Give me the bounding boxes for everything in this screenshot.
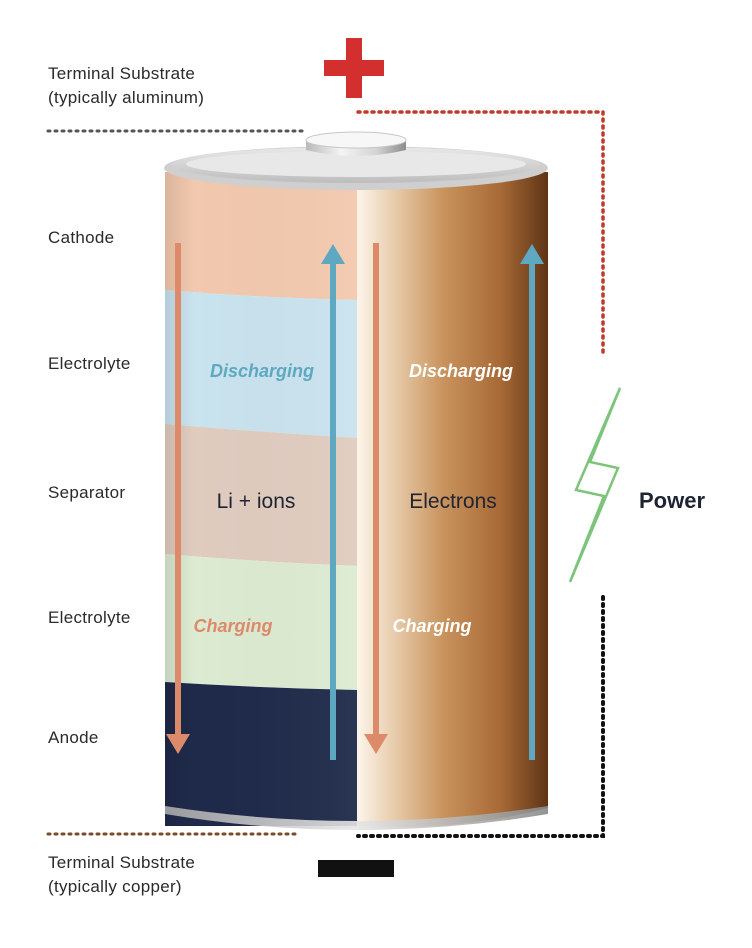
li-ions-label: Li + ions bbox=[217, 490, 296, 513]
separator-label: Separator bbox=[48, 483, 126, 502]
terminal-substrate-bottom-line1: Terminal Substrate bbox=[48, 853, 196, 872]
li-ion-charge-arrow bbox=[166, 243, 190, 754]
negative-wire bbox=[356, 595, 605, 838]
battery-bottom-rim bbox=[165, 806, 548, 830]
right-discharging-label: Discharging bbox=[409, 361, 513, 381]
battery-left-half bbox=[165, 172, 357, 826]
left-charging-label: Charging bbox=[194, 616, 273, 636]
positive-terminal-icon bbox=[324, 38, 384, 98]
terminal-substrate-bottom-label: Terminal Substrate (typically copper) bbox=[48, 851, 195, 899]
power-label: Power bbox=[639, 488, 705, 513]
right-charging-label: Charging bbox=[393, 616, 472, 636]
anode-label: Anode bbox=[48, 728, 99, 747]
electron-charge-arrow bbox=[364, 243, 388, 754]
electron-discharge-arrow bbox=[520, 244, 544, 760]
left-discharging-label: Discharging bbox=[210, 361, 314, 381]
negative-terminal-icon bbox=[318, 860, 394, 877]
electrolyte-bottom-label: Electrolyte bbox=[48, 608, 131, 627]
terminal-substrate-top-line2: (typically aluminum) bbox=[48, 88, 205, 107]
battery-right-half bbox=[357, 172, 548, 828]
cathode-label: Cathode bbox=[48, 228, 115, 247]
terminal-substrate-bottom-line2: (typically copper) bbox=[48, 877, 182, 896]
terminal-substrate-top-line1: Terminal Substrate bbox=[48, 64, 196, 83]
terminal-substrate-top-label: Terminal Substrate (typically aluminum) bbox=[48, 62, 204, 110]
battery-top-inner bbox=[186, 151, 526, 177]
positive-wire bbox=[356, 110, 605, 358]
electrons-label: Electrons bbox=[409, 490, 497, 513]
electrolyte-top-label: Electrolyte bbox=[48, 354, 131, 373]
lightning-icon bbox=[568, 387, 622, 583]
li-ion-discharge-arrow bbox=[321, 244, 345, 760]
